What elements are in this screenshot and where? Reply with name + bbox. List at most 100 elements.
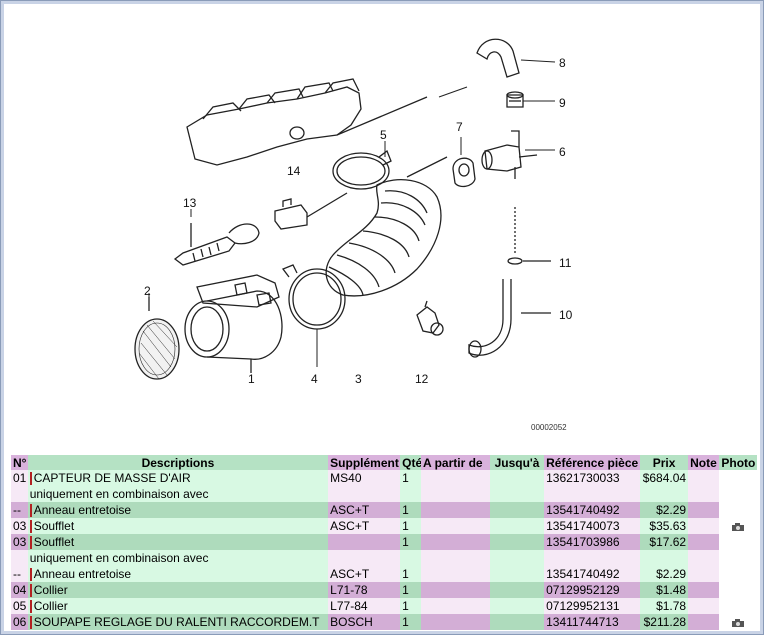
header-from: A partir de xyxy=(421,455,490,470)
cell-quantity: 1 xyxy=(400,566,422,582)
cell-photo xyxy=(719,470,757,486)
cell-to xyxy=(489,614,545,630)
description-text: Soufflet xyxy=(33,518,75,533)
camera-icon[interactable] xyxy=(731,522,745,532)
cell-part-reference: 13411744713 xyxy=(544,614,641,630)
cell-no: 06 xyxy=(11,614,28,630)
cell-no: -- xyxy=(11,502,28,518)
hose-8-part xyxy=(476,38,520,78)
cell-part-reference xyxy=(544,486,641,502)
cell-to xyxy=(489,502,545,518)
cell-description: Collier xyxy=(27,598,329,614)
connector-14-part xyxy=(274,192,348,230)
row-marker xyxy=(29,584,32,598)
plug-13-part xyxy=(173,223,260,266)
air-mass-sensor-1-part xyxy=(184,274,283,373)
description-text: CAPTEUR DE MASSE D'AIR xyxy=(33,470,191,485)
cell-photo xyxy=(719,598,757,614)
exploded-view-drawing: 1 2 3 4 5 6 7 8 9 10 11 12 13 14 0000205… xyxy=(134,38,573,432)
cell-price xyxy=(640,486,689,502)
hose-10-part xyxy=(468,279,551,358)
table-header-row: N° Descriptions Supplément Qté A partir … xyxy=(11,455,757,470)
cell-from xyxy=(421,566,490,582)
cell-description: SOUPAPE REGLAGE DU RALENTI RACCORDEM.T xyxy=(27,614,329,630)
table-row[interactable]: uniquement en combinaison avec xyxy=(11,486,757,502)
cell-supplement: BOSCH xyxy=(328,614,401,630)
cell-description: uniquement en combinaison avec xyxy=(27,486,329,502)
cell-no: 03 xyxy=(11,534,28,550)
clamp-4-part xyxy=(281,264,346,330)
cell-photo xyxy=(719,566,757,582)
cell-photo[interactable] xyxy=(719,518,757,534)
cell-photo xyxy=(719,486,757,502)
fitting-12-part xyxy=(416,300,444,336)
cell-description: Soufflet xyxy=(27,534,329,550)
cell-quantity: 1 xyxy=(400,518,422,534)
header-quantity: Qté xyxy=(400,455,422,470)
cell-from xyxy=(421,534,490,550)
cell-photo[interactable] xyxy=(719,614,757,630)
description-text: uniquement en combinaison avec xyxy=(29,551,209,565)
description-text: Collier xyxy=(33,598,68,613)
cell-quantity: 1 xyxy=(400,598,422,614)
cell-note xyxy=(688,518,720,534)
row-marker xyxy=(29,472,32,486)
cell-part-reference: 13621730033 xyxy=(544,470,641,486)
cell-no: -- xyxy=(11,566,28,582)
row-marker xyxy=(29,568,32,582)
cell-to xyxy=(489,534,545,550)
callout-14: 14 xyxy=(287,164,301,178)
cell-note xyxy=(688,566,720,582)
cell-quantity xyxy=(400,550,422,566)
cell-description: Anneau entretoise xyxy=(27,502,329,518)
cell-note xyxy=(688,598,720,614)
cell-from xyxy=(421,582,490,598)
cell-price: $684.04 xyxy=(640,470,689,486)
cell-to xyxy=(489,550,545,566)
table-row[interactable]: uniquement en combinaison avec xyxy=(11,550,757,566)
cell-part-reference: 13541703986 xyxy=(544,534,641,550)
cell-from xyxy=(421,502,490,518)
cell-supplement xyxy=(328,486,401,502)
cell-note xyxy=(688,502,720,518)
cell-price xyxy=(640,550,689,566)
callout-6: 6 xyxy=(559,145,566,159)
camera-icon[interactable] xyxy=(731,618,745,628)
cell-quantity: 1 xyxy=(400,470,422,486)
cell-supplement: ASC+T xyxy=(328,518,401,534)
header-price: Prix xyxy=(640,455,689,470)
header-part-reference: Référence pièce xyxy=(544,455,641,470)
cell-no xyxy=(11,550,28,566)
cell-price: $2.29 xyxy=(640,566,689,582)
cell-note xyxy=(688,534,720,550)
description-text: Anneau entretoise xyxy=(33,502,132,517)
callout-13: 13 xyxy=(183,196,197,210)
cell-description: uniquement en combinaison avec xyxy=(27,550,329,566)
cell-no: 05 xyxy=(11,598,28,614)
description-text: Anneau entretoise xyxy=(33,566,132,581)
cell-supplement xyxy=(328,550,401,566)
cell-photo xyxy=(719,550,757,566)
cell-description: Collier xyxy=(27,582,329,598)
header-note: Note xyxy=(688,455,720,470)
cell-supplement: ASC+T xyxy=(328,502,401,518)
cell-part-reference: 13541740492 xyxy=(544,566,641,582)
cell-price: $17.62 xyxy=(640,534,689,550)
leader-lines xyxy=(148,59,556,367)
cell-quantity: 1 xyxy=(400,614,422,630)
cell-to xyxy=(489,470,545,486)
bellows-3-part xyxy=(325,156,448,297)
cell-photo xyxy=(719,502,757,518)
cell-supplement: L71-78 xyxy=(328,582,401,598)
callout-3: 3 xyxy=(355,372,362,386)
